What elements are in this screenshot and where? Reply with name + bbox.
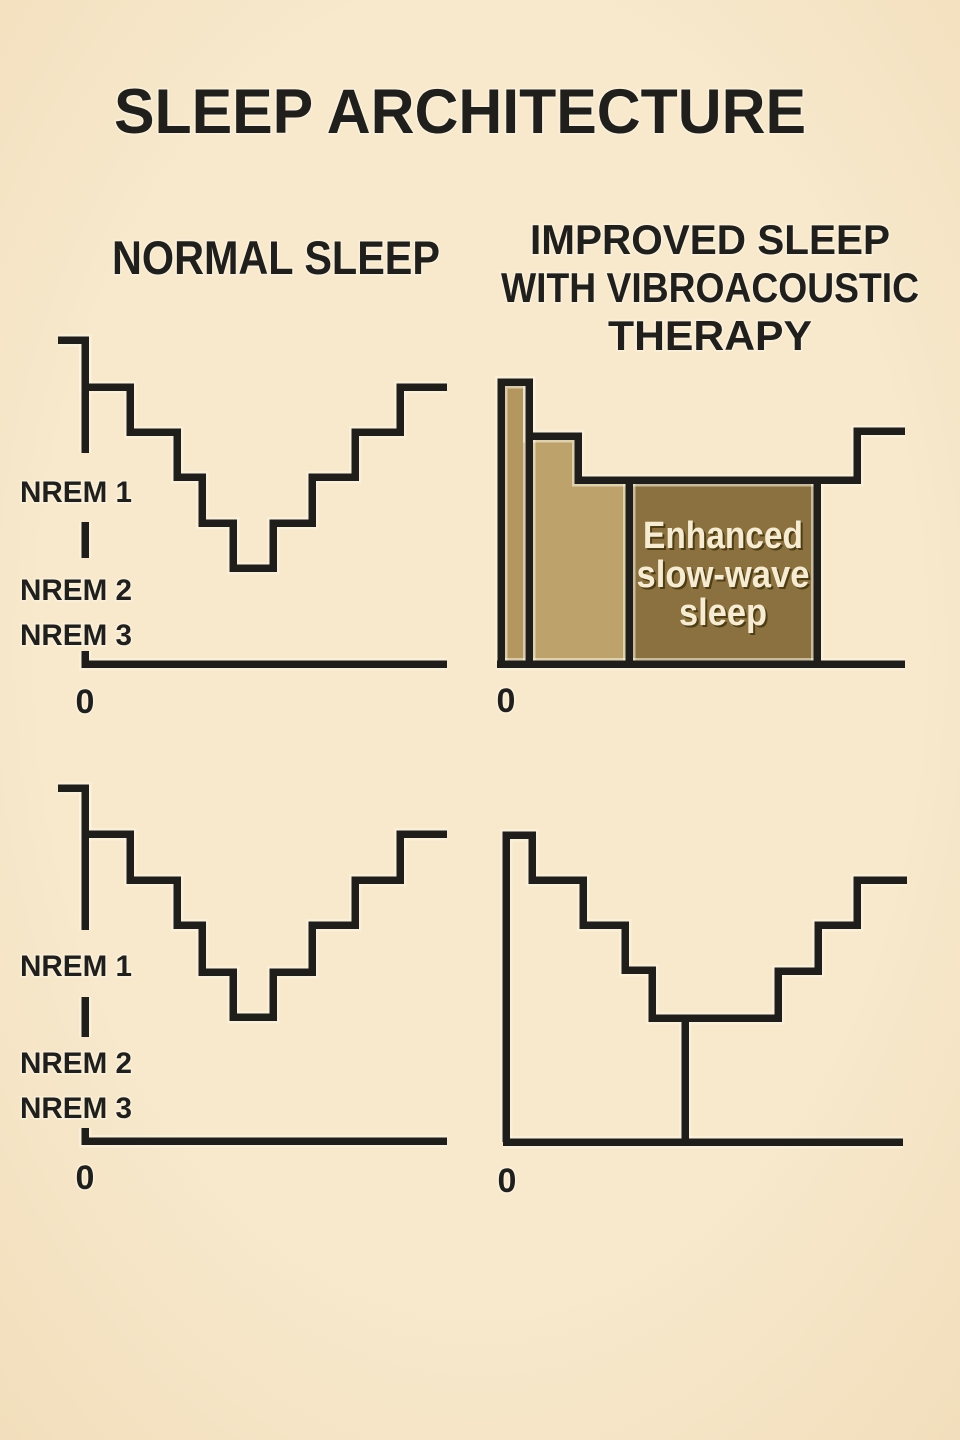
stage-label-nrem3: NREM 3 [20, 619, 132, 652]
stage-label-nrem1: NREM 1 [20, 950, 132, 983]
hypnogram-step-line [58, 336, 447, 572]
enhanced-box-label-line-1: Enhanced [643, 515, 803, 557]
chart-improved-sleep-bottom [499, 828, 907, 1149]
page-title: SLEEP ARCHITECTURE [114, 77, 806, 147]
stage-label-nrem3: NREM 3 [20, 1092, 132, 1125]
hypnogram-step-line [502, 831, 907, 1142]
right-column-header-line-3: THERAPY [608, 312, 812, 359]
step-line [497, 378, 905, 664]
x-axis-origin-label: 0 [76, 683, 95, 721]
x-axis [81, 651, 447, 668]
chart-improved-sleep-top [494, 375, 905, 671]
chart-improved-sleep-top-labels: 0 Enhanced slow-wave sleep [495, 515, 810, 722]
left-column-header: NORMAL SLEEP [112, 231, 440, 284]
right-column-header-line-2: WITH VIBROACOUSTIC [501, 264, 919, 311]
right-column-header: IMPROVED SLEEP WITH VIBROACOUSTIC THERAP… [499, 214, 921, 361]
chart-normal-sleep-top [58, 333, 447, 671]
first-sleep-cycle-bar [505, 386, 525, 664]
x-axis-origin-label: 0 [76, 1159, 95, 1197]
enhanced-box-label-line-2: slow-wave [637, 554, 810, 596]
enhanced-slow-wave-sleep-box [629, 480, 817, 664]
hypnogram-step-line [58, 784, 447, 1021]
chart-normal-sleep-bottom [58, 781, 447, 1148]
stage-label-nrem2: NREM 2 [20, 574, 132, 607]
chart-normal-sleep-top-labels: NREM 1 NREM 2 NREM 3 0 [18, 474, 134, 723]
stage-label-nrem1: NREM 1 [20, 476, 132, 509]
x-axis-origin-label: 0 [498, 1162, 517, 1200]
right-column-header-line-1: IMPROVED SLEEP [530, 216, 890, 263]
stage-label-nrem2: NREM 2 [20, 1047, 132, 1080]
chart-improved-sleep-bottom-labels: 0 [496, 1160, 518, 1202]
second-sleep-cycle-bar [533, 436, 629, 664]
enhanced-box-label-line-3: sleep [679, 592, 767, 634]
chart-normal-sleep-bottom-labels: NREM 1 NREM 2 NREM 3 0 [18, 948, 134, 1199]
x-axis-origin-label: 0 [497, 682, 516, 720]
x-axis [81, 1128, 447, 1145]
